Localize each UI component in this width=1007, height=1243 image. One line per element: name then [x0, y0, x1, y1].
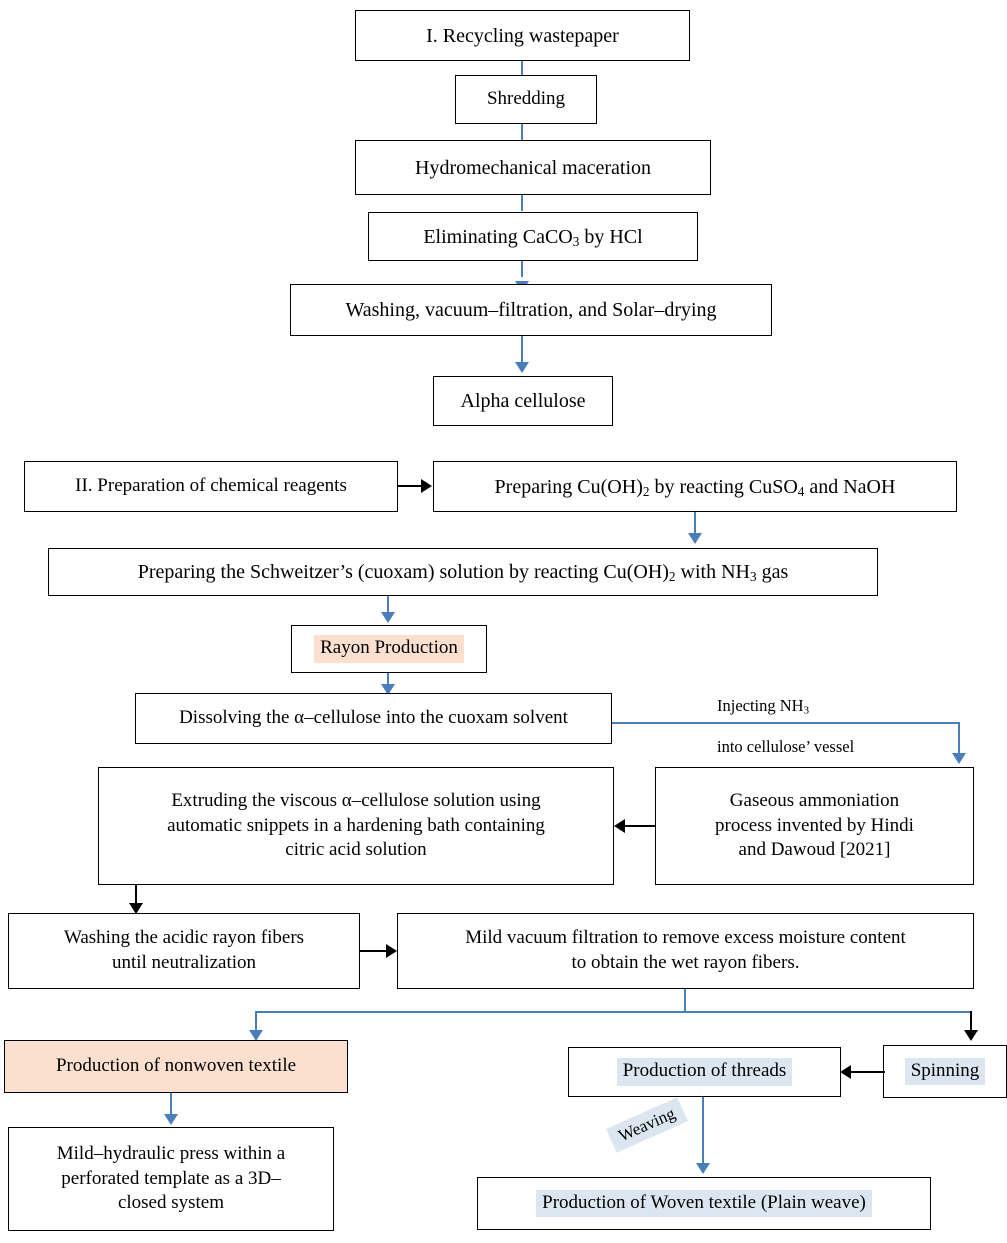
- edge-split-stem: [684, 989, 686, 1013]
- edge-extruding-to-washing-acidic: [135, 885, 137, 907]
- edge-dissolving-to-gaseous-vertical: [958, 722, 960, 755]
- edge-washing-acidic-to-mild-vacuum: [360, 950, 387, 952]
- edge-split-horizontal: [255, 1011, 971, 1013]
- node-label: Mild vacuum filtration to remove excess …: [465, 927, 906, 973]
- node-spinning[interactable]: Spinning: [883, 1045, 1007, 1098]
- edge-nonwoven-to-hydraulic: [170, 1093, 172, 1117]
- arrowhead-right: [386, 944, 397, 958]
- node-label: Production of Woven textile (Plain weave…: [536, 1189, 872, 1218]
- edge-reagents-to-preparing-cu: [398, 485, 422, 487]
- edge-eliminating-to-washing: [521, 261, 523, 277]
- edge-maceration-to-eliminating: [521, 195, 523, 211]
- node-label: Eliminating CaCO3 by HCl: [423, 225, 643, 249]
- node-label: Preparing Cu(OH)2 by reacting CuSO4 and …: [494, 475, 896, 499]
- node-recycling-wastepaper[interactable]: I. Recycling wastepaper: [355, 10, 690, 61]
- arrowhead-down: [249, 1030, 263, 1041]
- node-dissolving-alpha-cellulose[interactable]: Dissolving the α–cellulose into the cuox…: [135, 693, 612, 744]
- arrowhead-down: [964, 1030, 978, 1041]
- arrowhead-right: [421, 479, 432, 493]
- node-label: Production of threads: [616, 1058, 793, 1086]
- edge-schweitzer-to-rayon: [387, 596, 389, 612]
- edge-shredding-to-maceration: [521, 124, 523, 142]
- node-shredding[interactable]: Shredding: [455, 75, 597, 124]
- arrowhead-left: [840, 1065, 851, 1079]
- node-label: Hydromechanical maceration: [415, 156, 651, 179]
- node-label: Preparing the Schweitzer’s (cuoxam) solu…: [137, 561, 789, 584]
- arrowhead-down: [129, 903, 143, 914]
- node-eliminating-caco3[interactable]: Eliminating CaCO3 by HCl: [368, 212, 698, 261]
- node-gaseous-ammoniation[interactable]: Gaseous ammoniation process invented by …: [655, 767, 974, 885]
- label-weaving: Weaving: [606, 1097, 688, 1153]
- node-label: Shredding: [486, 88, 566, 110]
- node-label: Dissolving the α–cellulose into the cuox…: [179, 707, 568, 729]
- node-mild-hydraulic-press[interactable]: Mild–hydraulic press within a perforated…: [8, 1127, 334, 1231]
- node-washing-vacuum-solar[interactable]: Washing, vacuum–filtration, and Solar–dr…: [290, 284, 772, 336]
- node-label: I. Recycling wastepaper: [426, 24, 619, 47]
- arrowhead-down: [696, 1163, 710, 1174]
- node-production-threads[interactable]: Production of threads: [568, 1047, 841, 1097]
- node-preparing-schweitzer-solution[interactable]: Preparing the Schweitzer’s (cuoxam) solu…: [48, 548, 878, 596]
- node-washing-acidic-rayon[interactable]: Washing the acidic rayon fibers until ne…: [8, 913, 360, 989]
- edge-gaseous-to-extruding: [617, 825, 655, 827]
- edge-recycling-to-shredding: [521, 61, 523, 81]
- node-preparation-chemical-reagents[interactable]: II. Preparation of chemical reagents: [24, 461, 398, 512]
- node-hydromechanical-maceration[interactable]: Hydromechanical maceration: [355, 140, 711, 195]
- node-label: Washing the acidic rayon fibers until ne…: [63, 927, 305, 973]
- edge-preparing-cu-to-schweitzer: [694, 512, 696, 536]
- node-production-nonwoven-textile[interactable]: Production of nonwoven textile: [4, 1040, 348, 1093]
- edge-spinning-to-threads: [843, 1071, 885, 1073]
- node-preparing-cu-oh-2[interactable]: Preparing Cu(OH)2 by reacting CuSO4 and …: [433, 461, 957, 512]
- arrowhead-down: [952, 753, 966, 764]
- arrowhead-down: [381, 684, 395, 695]
- arrowhead-down: [515, 362, 529, 373]
- node-label: Gaseous ammoniation process invented by …: [715, 789, 914, 861]
- edge-threads-to-woven: [702, 1097, 704, 1167]
- edge-dissolving-to-gaseous-horizontal: [612, 722, 959, 724]
- node-label: Spinning: [904, 1057, 986, 1086]
- node-label: Extruding the viscous α–cellulose soluti…: [167, 789, 545, 861]
- node-label: Mild–hydraulic press within a perforated…: [56, 1142, 286, 1214]
- edge-rayon-to-dissolving: [387, 673, 389, 685]
- edge-washing-to-alpha: [521, 336, 523, 364]
- arrowhead-down: [688, 533, 702, 544]
- label-injecting-nh3-line2: into cellulose’ vessel: [717, 737, 855, 756]
- node-production-woven-textile[interactable]: Production of Woven textile (Plain weave…: [477, 1177, 931, 1230]
- edge-split-right-drop: [970, 1011, 972, 1034]
- node-alpha-cellulose[interactable]: Alpha cellulose: [433, 376, 613, 426]
- arrowhead-down: [164, 1114, 178, 1125]
- node-label: Alpha cellulose: [460, 390, 586, 412]
- node-label: Washing, vacuum–filtration, and Solar–dr…: [345, 299, 717, 321]
- node-label: Rayon Production: [314, 635, 464, 663]
- node-label: Production of nonwoven textile: [55, 1055, 297, 1077]
- edge-split-left-drop: [255, 1011, 257, 1033]
- arrowhead-left: [614, 819, 625, 833]
- arrowhead-down: [381, 612, 395, 623]
- node-rayon-production[interactable]: Rayon Production: [291, 625, 487, 673]
- node-extruding-viscous-solution[interactable]: Extruding the viscous α–cellulose soluti…: [98, 767, 614, 885]
- node-mild-vacuum-filtration[interactable]: Mild vacuum filtration to remove excess …: [397, 913, 974, 989]
- node-label: II. Preparation of chemical reagents: [75, 475, 347, 497]
